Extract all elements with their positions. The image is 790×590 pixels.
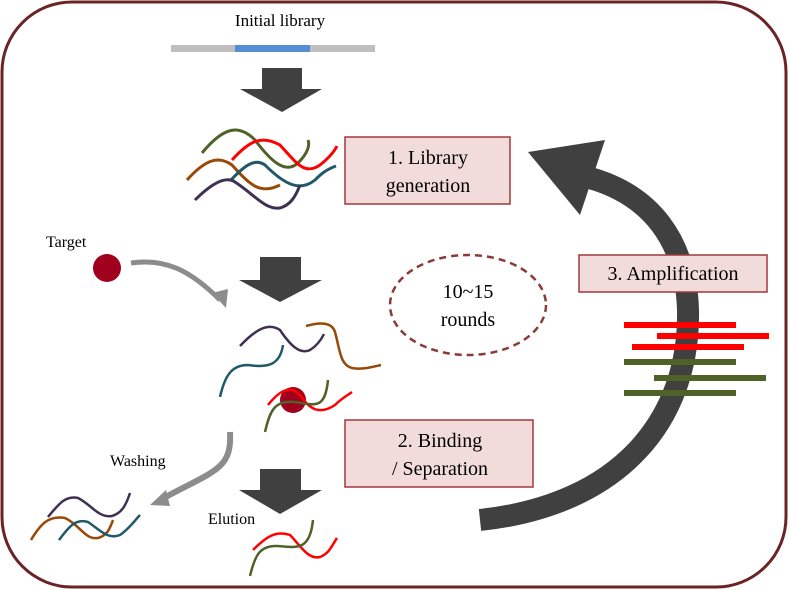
down-arrow-icon — [239, 469, 322, 514]
step-1-line2: generation — [386, 175, 470, 197]
target-molecule — [93, 254, 121, 282]
eluted-strands — [248, 519, 339, 577]
elution-label: Elution — [208, 511, 255, 528]
step-2-line2: / Separation — [392, 458, 488, 480]
down-arrow-icon — [240, 68, 322, 112]
down-arrow-icon — [239, 257, 322, 302]
washing-arrow-icon — [150, 431, 234, 506]
library-strands — [185, 128, 339, 210]
washing-label: Washing — [110, 453, 166, 470]
rounds-label: rounds — [441, 309, 496, 331]
target-label: Target — [46, 234, 87, 251]
initial-library-label: Initial library — [235, 11, 326, 30]
binding-strands — [218, 322, 382, 433]
target-arrow-icon — [130, 259, 228, 308]
step-1-box: 1. Library generation — [344, 136, 511, 205]
initial-library-bar — [171, 45, 375, 52]
step-3-box: 3. Amplification — [578, 254, 768, 293]
step-2-box: 2. Binding / Separation — [344, 419, 534, 488]
step-1-line1: 1. Library — [388, 147, 468, 169]
amplified-strands — [624, 322, 769, 396]
step-2-line1: 2. Binding — [398, 430, 482, 452]
rounds-indicator: 10~15 rounds — [388, 253, 548, 357]
rounds-count: 10~15 — [443, 281, 494, 303]
washed-strands — [29, 492, 141, 541]
step-3-label: 3. Amplification — [607, 263, 738, 285]
